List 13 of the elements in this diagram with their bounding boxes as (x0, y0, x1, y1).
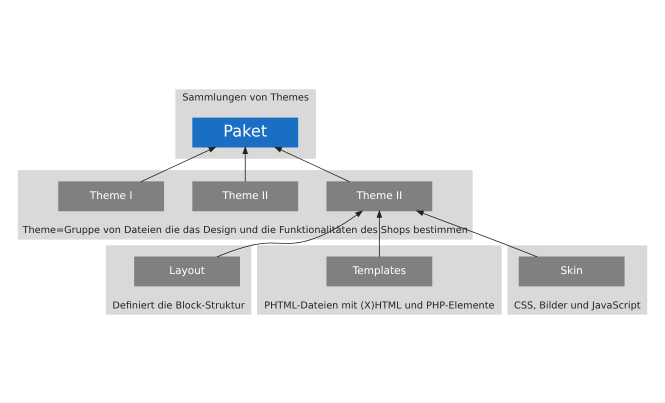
node-box: Theme II (192, 180, 298, 211)
arrow (416, 210, 538, 257)
arrow (140, 146, 217, 182)
node-box: Skin (518, 256, 625, 286)
node-box: Layout (134, 256, 240, 286)
node-box: Templates (326, 256, 432, 286)
arrow (274, 146, 350, 182)
arrow (216, 210, 364, 257)
node-box: Theme I (58, 180, 164, 211)
arrow (376, 209, 382, 257)
node-box: Paket (192, 117, 298, 147)
arrow (242, 145, 248, 182)
node-box: Theme II (326, 180, 432, 211)
